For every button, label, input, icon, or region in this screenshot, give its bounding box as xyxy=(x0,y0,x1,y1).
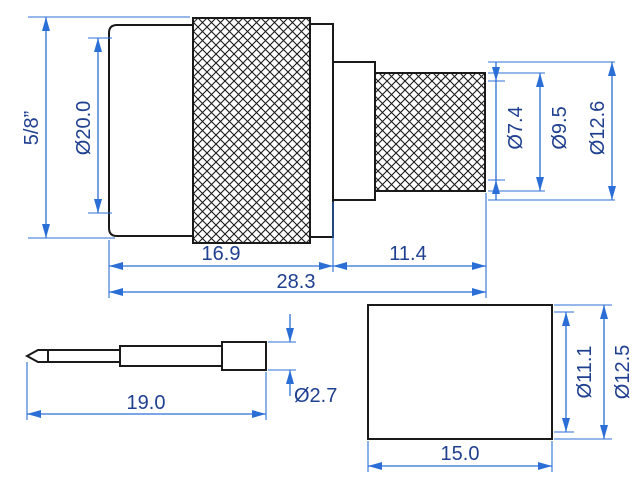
dim-front-length-label: 16.9 xyxy=(202,243,241,265)
dim-knurl-diameter: Ø7.4 xyxy=(492,62,527,200)
center-pin xyxy=(24,341,267,371)
dim-ferrule-length-label: 15.0 xyxy=(441,443,480,465)
dim-pin-length: 19.0 xyxy=(27,392,266,418)
dim-total-length-label: 28.3 xyxy=(277,271,316,293)
pin-shaft xyxy=(47,349,121,363)
dim-ferrule-length: 15.0 xyxy=(368,443,552,470)
dim-thread-size: 5/8” xyxy=(21,17,50,238)
dim-rear-length-label: 11.4 xyxy=(389,243,426,265)
dim-ferrule-outer-label: Ø12.5 xyxy=(612,345,634,399)
dim-knurl-dia-label: Ø7.4 xyxy=(505,106,527,149)
connector-rear-knurl xyxy=(374,72,486,192)
dim-body-dia-label: Ø20.0 xyxy=(73,101,95,155)
dim-outer-diameter: Ø12.6 xyxy=(587,62,616,200)
dim-pin-diameter: Ø2.7 xyxy=(286,314,337,407)
connector-body xyxy=(108,17,486,244)
ferrule-extension-lines xyxy=(367,304,612,472)
dim-sleeve-dia-label: Ø9.5 xyxy=(549,106,571,149)
pin-tip xyxy=(24,349,49,363)
dim-sleeve-diameter: Ø9.5 xyxy=(536,73,571,191)
pin-extension-lines xyxy=(26,341,296,420)
connector-front-nut xyxy=(108,24,194,237)
connector-extension-lines xyxy=(28,16,615,298)
crimp-ferrule xyxy=(367,304,553,440)
connector-ring xyxy=(309,23,334,238)
connector-neck xyxy=(332,61,376,201)
dim-ferrule-inner-diameter: Ø11.1 xyxy=(562,312,596,432)
dim-front-length: 16.9 xyxy=(109,243,333,270)
dim-total-length: 28.3 xyxy=(109,271,486,296)
dim-ferrule-inner-label: Ø11.1 xyxy=(574,346,596,399)
dim-pin-length-label: 19.0 xyxy=(127,392,166,414)
dim-thread-label: 5/8” xyxy=(21,111,43,145)
dim-outer-dia-label: Ø12.6 xyxy=(587,101,609,155)
connector-knurled-nut xyxy=(192,17,311,244)
dim-body-diameter: Ø20.0 xyxy=(73,38,102,213)
dim-pin-dia-label: Ø2.7 xyxy=(294,385,337,407)
pin-collar xyxy=(119,345,223,367)
dim-ferrule-outer-diameter: Ø12.5 xyxy=(600,305,634,439)
pin-barrel xyxy=(221,341,267,371)
dim-rear-length: 11.4 xyxy=(333,243,486,270)
